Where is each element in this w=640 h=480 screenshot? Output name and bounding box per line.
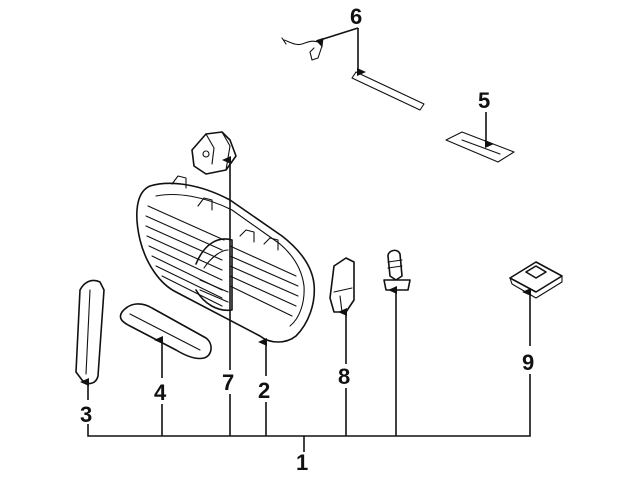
nut-icon: [509, 261, 563, 299]
emblem-plate-icon: [445, 131, 515, 163]
callout-3: 3: [80, 402, 92, 427]
callout-9: 9: [522, 350, 534, 375]
wire-and-strip-icon: [281, 37, 425, 111]
callout-7: 7: [222, 370, 234, 395]
callout-4: 4: [154, 380, 167, 405]
clip-icon: [329, 257, 355, 313]
callout-labels: 1 2 3 4 5 6 7 8 9: [80, 4, 534, 475]
lower-molding-icon: [119, 303, 212, 360]
screw-icon: [383, 249, 411, 291]
callout-2: 2: [258, 378, 270, 403]
callout-6: 6: [350, 4, 362, 29]
callout-1: 1: [296, 450, 308, 475]
leader-lines: [80, 27, 531, 452]
callout-5: 5: [478, 88, 490, 113]
callout-8: 8: [338, 364, 350, 389]
side-molding-icon: [75, 279, 105, 385]
